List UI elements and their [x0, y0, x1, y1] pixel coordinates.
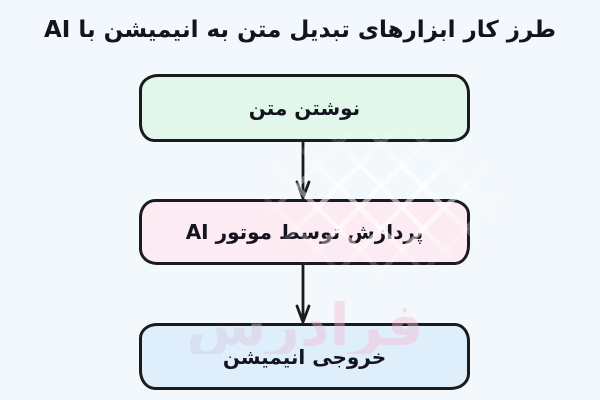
flow-node-animation-output-label: خروجی انیمیشن: [222, 344, 387, 369]
diagram-title: طرز کار ابزارهای تبدیل متن به انیمیشن با…: [44, 17, 556, 43]
arrow-down-icon: [295, 140, 311, 200]
flow-node-ai-processing: پردازش توسط موتور AI: [139, 199, 470, 265]
flow-node-write-text-label: نوشتن متن: [248, 96, 361, 120]
flow-node-animation-output: خروجی انیمیشن: [139, 323, 470, 390]
arrow-down-icon: [295, 263, 311, 324]
flow-node-ai-processing-label: پردازش توسط موتور AI: [185, 220, 424, 244]
flow-node-write-text: نوشتن متن: [139, 74, 470, 142]
